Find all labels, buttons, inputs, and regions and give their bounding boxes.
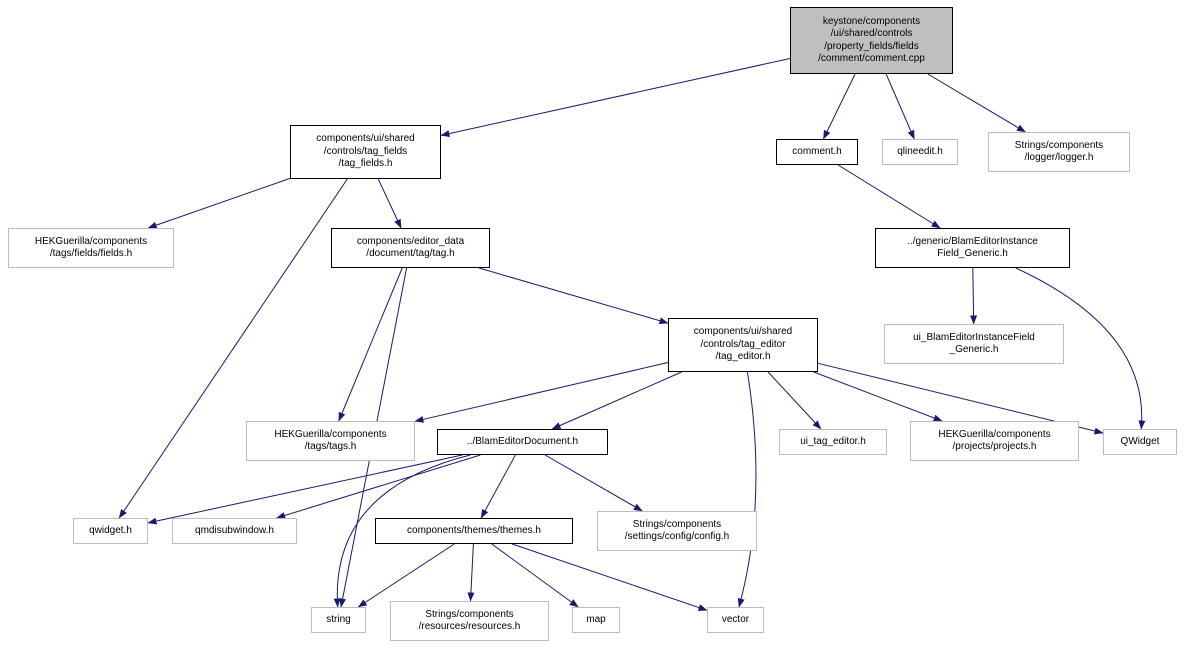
node-label-line: Strings/components bbox=[425, 608, 514, 620]
node-label-line: /tags/fields/fields.h bbox=[49, 248, 133, 259]
edge-tag_editor-vector bbox=[737, 371, 757, 608]
node-label-line: /controls/tag_editor bbox=[700, 338, 786, 350]
edge-blam_editor_document-themes bbox=[480, 454, 516, 519]
node-label-line: ../generic/BlamEditorInstance bbox=[907, 235, 1038, 247]
node-label-line: /tag_editor.h bbox=[715, 351, 771, 363]
graph-node-config: Strings/components/settings/config/confi… bbox=[597, 511, 757, 551]
node-label-line: ../BlamEditorDocument.h bbox=[466, 435, 579, 447]
node-label-line: /ui/shared/controls bbox=[830, 28, 913, 39]
edge-blam_editor_document-qwidget_h bbox=[147, 454, 463, 525]
edge-comment_cpp-comment_h bbox=[822, 73, 856, 140]
node-label-line: Strings/components bbox=[1014, 139, 1104, 151]
node-label-line: comment.h bbox=[792, 145, 842, 157]
edge-themes-resources bbox=[467, 543, 475, 602]
edge-comment_cpp-tag_fields bbox=[440, 58, 791, 137]
node-label-line: map bbox=[586, 613, 606, 625]
node-label-line: QWidget bbox=[1120, 435, 1160, 447]
edge-tag-tag_editor bbox=[478, 267, 669, 325]
graph-node-tags: HEKGuerilla/components/tags/tags.h bbox=[246, 421, 415, 461]
node-label-line: /projects/projects.h bbox=[952, 441, 1037, 452]
edge-themes-map bbox=[491, 543, 579, 608]
edge-tag_fields-tag bbox=[377, 178, 402, 229]
edge-tag_editor-tags bbox=[414, 362, 669, 423]
graph-node-fields: HEKGuerilla/components/tags/fields/field… bbox=[8, 228, 174, 268]
node-label-line: /settings/config/config.h bbox=[624, 531, 730, 542]
node-label-line: /property_fields/fields bbox=[824, 40, 919, 52]
graph-node-tag_editor[interactable]: components/ui/shared/controls/tag_editor… bbox=[668, 318, 818, 372]
node-label-line: HEKGuerilla/components bbox=[938, 428, 1051, 440]
edge-tag_editor-projects bbox=[813, 371, 943, 422]
node-label-line: /tags/tags.h bbox=[304, 441, 357, 452]
node-label-line: qwidget.h bbox=[89, 524, 132, 536]
graph-node-comment_h[interactable]: comment.h bbox=[776, 139, 858, 165]
edge-comment_cpp-qlineedit bbox=[885, 73, 915, 140]
graph-node-string: string bbox=[311, 607, 366, 633]
edge-themes-vector bbox=[512, 543, 708, 611]
graph-node-comment_cpp: keystone/components/ui/shared/controls/p… bbox=[790, 7, 953, 74]
graph-node-logger: Strings/components/logger/logger.h bbox=[988, 132, 1130, 172]
edge-blam_editor_document-string bbox=[333, 454, 471, 608]
node-label-line: /controls/tag_fields bbox=[323, 145, 408, 157]
graph-node-vector: vector bbox=[707, 607, 764, 633]
edge-generic_field-qwidget_class bbox=[1015, 267, 1146, 430]
node-label-line: /tag_fields.h bbox=[338, 158, 393, 170]
graph-node-qwidget_class: QWidget bbox=[1103, 429, 1177, 455]
edge-blam_editor_document-qmdisubwindow bbox=[276, 454, 481, 519]
graph-node-ui_generic_field: ui_BlamEditorInstanceField_Generic.h bbox=[884, 324, 1064, 364]
node-label-line: Strings/components bbox=[632, 518, 722, 530]
graph-node-resources: Strings/components/resources/resources.h bbox=[390, 601, 549, 641]
node-label-line: Field_Generic.h bbox=[937, 248, 1008, 259]
edge-tag_editor-ui_tag_editor bbox=[767, 371, 822, 430]
edge-tag_fields-fields bbox=[147, 177, 291, 229]
node-label-line: components/ui/shared bbox=[316, 133, 415, 145]
graph-node-ui_tag_editor: ui_tag_editor.h bbox=[779, 429, 887, 455]
graph-node-themes[interactable]: components/themes/themes.h bbox=[375, 518, 573, 544]
edge-tag-tags bbox=[338, 267, 403, 422]
graph-node-qlineedit: qlineedit.h bbox=[882, 139, 958, 165]
node-label-line: string bbox=[326, 613, 351, 625]
edge-tag_fields-qwidget_h bbox=[118, 178, 348, 519]
node-label-line: qmdisubwindow.h bbox=[195, 524, 274, 536]
graph-node-tag_fields[interactable]: components/ui/shared/controls/tag_fields… bbox=[290, 125, 441, 179]
edge-themes-string bbox=[357, 543, 455, 608]
node-label-line: keystone/components bbox=[822, 15, 921, 27]
node-label-line: /comment/comment.cpp bbox=[818, 53, 925, 64]
node-label-line: /logger/logger.h bbox=[1024, 152, 1094, 163]
graph-node-tag[interactable]: components/editor_data/document/tag/tag.… bbox=[331, 228, 490, 268]
graph-node-map: map bbox=[572, 607, 620, 633]
node-label-line: components/themes/themes.h bbox=[407, 524, 541, 536]
graph-node-blam_editor_document[interactable]: ../BlamEditorDocument.h bbox=[437, 429, 608, 455]
node-label-line: ui_BlamEditorInstanceField bbox=[913, 331, 1035, 343]
graph-node-qwidget_h: qwidget.h bbox=[73, 518, 148, 544]
node-label-line: HEKGuerilla/components bbox=[34, 235, 148, 247]
node-label-line: qlineedit.h bbox=[897, 145, 943, 157]
graph-node-qmdisubwindow: qmdisubwindow.h bbox=[172, 518, 297, 544]
node-label-line: ui_tag_editor.h bbox=[800, 435, 866, 447]
node-label-line: /document/tag/tag.h bbox=[366, 248, 455, 259]
node-label-line: components/ui/shared bbox=[693, 326, 793, 338]
node-label-line: components/editor_data bbox=[356, 235, 465, 247]
edge-blam_editor_document-config bbox=[544, 454, 643, 512]
edge-tag_editor-blam_editor_document bbox=[551, 371, 682, 430]
graph-node-projects: HEKGuerilla/components/projects/projects… bbox=[910, 421, 1079, 461]
edge-generic_field-ui_generic_field bbox=[970, 267, 978, 325]
edge-comment_h-generic_field bbox=[837, 164, 941, 229]
edge-comment_cpp-logger bbox=[927, 73, 1026, 133]
node-label-line: _Generic.h bbox=[949, 344, 999, 355]
node-label-line: HEKGuerilla/components bbox=[274, 428, 387, 440]
node-label-line: vector bbox=[721, 613, 750, 625]
node-label-line: /resources/resources.h bbox=[418, 621, 521, 632]
